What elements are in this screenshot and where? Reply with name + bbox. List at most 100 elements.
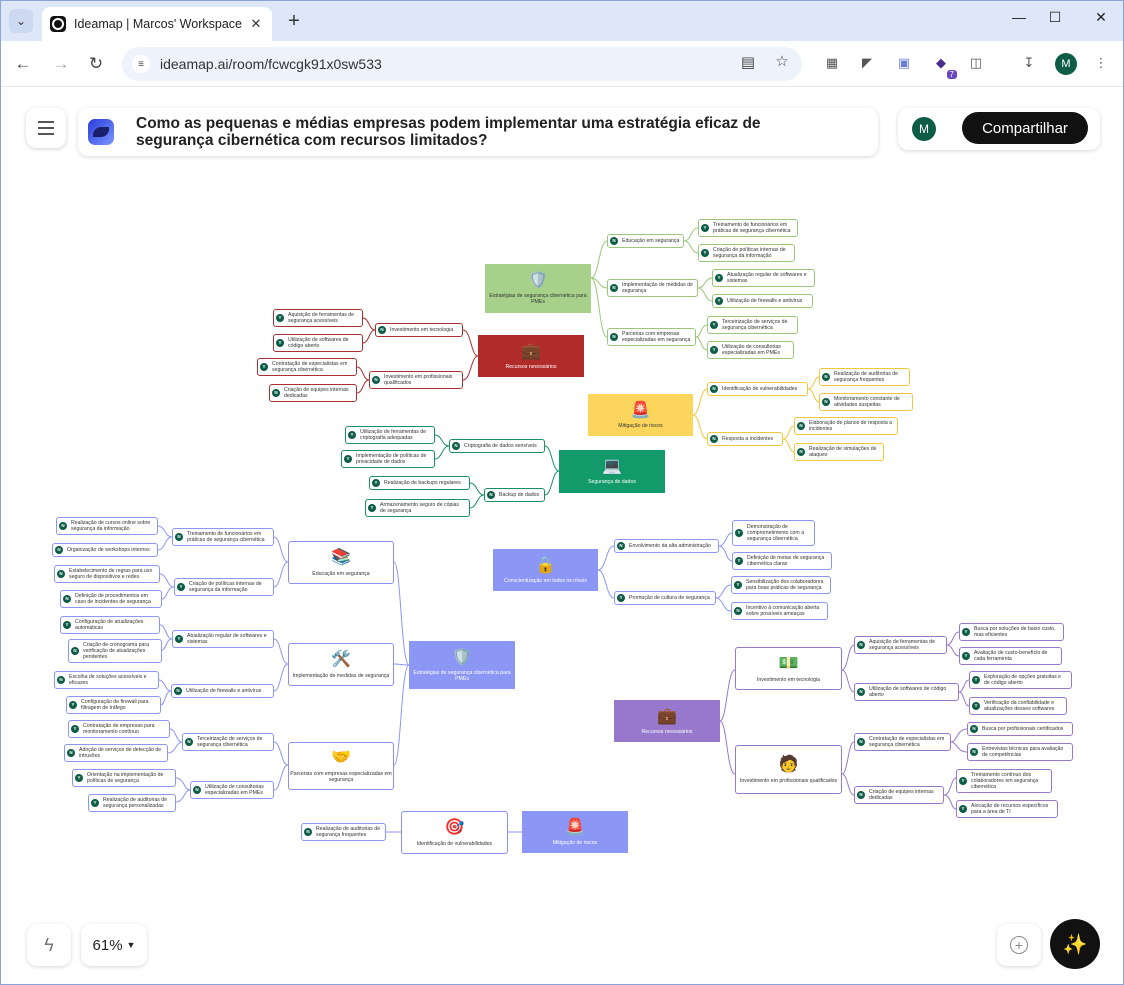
extension-puzzle-gray-icon[interactable]: ▦ <box>825 55 839 70</box>
lightning-icon[interactable]: ϟ <box>27 924 71 966</box>
maximize-icon[interactable]: ☐ <box>1048 9 1062 25</box>
card-teal-data-security[interactable]: 💻Segurança de dados <box>559 450 665 493</box>
magic-wand-icon[interactable]: ✨ <box>1050 919 1100 969</box>
reload-icon[interactable]: ↻ <box>88 54 104 73</box>
card-purple-resources[interactable]: 💼Recursos necessários <box>614 700 720 742</box>
user-avatar[interactable]: M <box>912 117 936 141</box>
close-window-icon[interactable]: ✕ <box>1095 9 1107 25</box>
add-node-button[interactable]: + <box>997 924 1041 966</box>
active-tab[interactable]: Ideamap | Marcos' Workspace ✕ <box>42 7 272 41</box>
mid-implementation[interactable]: 🛠️Implementação de medidas de segurança <box>288 643 394 686</box>
card-red-resources[interactable]: 💼Recursos necessários <box>478 335 584 377</box>
mid-professionals[interactable]: 🧑Investimento em profissionais qualifica… <box>735 745 842 794</box>
minimize-icon[interactable]: — <box>1012 9 1026 25</box>
forward-arrow-icon[interactable]: → <box>52 54 70 73</box>
address-bar[interactable]: ≡ ideamap.ai/room/fcwcgk91x0sw533 <box>122 47 802 81</box>
site-info-icon[interactable]: ≡ <box>132 55 150 73</box>
hamburger-menu-icon[interactable] <box>26 108 66 148</box>
share-button[interactable]: Compartilhar <box>962 112 1088 144</box>
back-arrow-icon[interactable]: ← <box>14 54 32 73</box>
card-yellow-mitigation[interactable]: 🚨Mitigação de riscos <box>588 394 693 436</box>
mid-tech-investment[interactable]: 💵Investimento em tecnologia <box>735 647 842 690</box>
extension-hat-icon[interactable]: ◤ <box>862 55 872 70</box>
zoom-selector[interactable]: 61%▼ <box>81 924 147 966</box>
mid-vulnerabilities[interactable]: 🎯Identificação de vulnerabilidades <box>401 811 508 854</box>
tab-close-icon[interactable]: ✕ <box>250 16 262 31</box>
card-blue-awareness[interactable]: 🔒Conscientização em todos os níveis <box>493 549 598 591</box>
more-menu-icon[interactable]: ⋮ <box>1094 55 1108 70</box>
extension-cap-icon[interactable]: ◆7 <box>931 53 957 79</box>
profile-avatar[interactable]: M <box>1055 53 1077 75</box>
mindmap-canvas[interactable]: 🛡️Estratégias de segurança cibernética p… <box>1 88 1123 984</box>
card-blue-main-strategies[interactable]: 🛡️Estratégias de segurança cibernética p… <box>409 641 515 689</box>
new-tab-plus-icon[interactable]: + <box>288 10 300 32</box>
url-text[interactable]: ideamap.ai/room/fcwcgk91x0sw533 <box>160 56 382 72</box>
mid-partnerships[interactable]: 🤝Parcerias com empresas especializadas e… <box>288 742 394 790</box>
install-app-icon[interactable]: ▤ <box>740 54 756 71</box>
mid-education[interactable]: 📚Educação em segurança <box>288 541 394 584</box>
bookmark-star-icon[interactable]: ☆ <box>775 53 789 70</box>
card-green-strategies[interactable]: 🛡️Estratégias de segurança cibernética p… <box>485 264 591 313</box>
card-blue-bottom-mitigation[interactable]: 🚨Mitigação de riscos <box>522 811 628 853</box>
